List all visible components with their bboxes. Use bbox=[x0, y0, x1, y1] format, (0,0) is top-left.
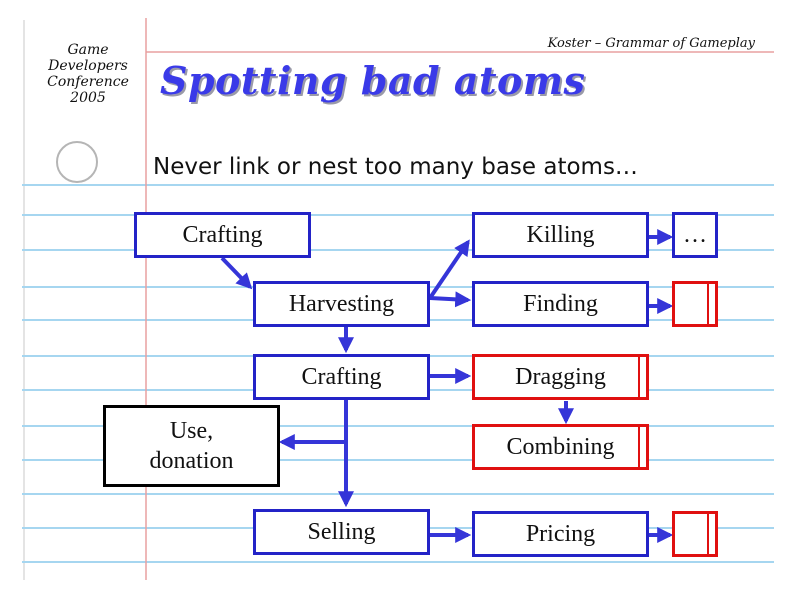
conference-label: Game Developers Conference 2005 bbox=[40, 42, 136, 106]
node-pricing: Pricing bbox=[472, 511, 649, 557]
header-note: Koster – Grammar of Gameplay bbox=[547, 36, 755, 51]
node-finding-end bbox=[672, 281, 718, 327]
use-line2: donation bbox=[149, 448, 234, 474]
node-finding: Finding bbox=[472, 281, 649, 327]
node-ellipsis: … bbox=[672, 212, 718, 258]
node-crafting-mid: Crafting bbox=[253, 354, 430, 400]
node-crafting-top: Crafting bbox=[134, 212, 311, 258]
slide-subtitle: Never link or nest too many base atoms… bbox=[153, 154, 638, 180]
arrow-harvesting-finding bbox=[429, 291, 472, 308]
conference-line3: Conference bbox=[47, 74, 129, 90]
node-dragging: Dragging bbox=[472, 354, 649, 400]
node-selling: Selling bbox=[253, 509, 430, 555]
arrow-crafting-harvesting bbox=[220, 256, 253, 290]
conference-line2: Developers bbox=[48, 58, 128, 74]
node-combining: Combining bbox=[472, 424, 649, 470]
arrow-harvesting-killing bbox=[428, 239, 470, 300]
node-killing: Killing bbox=[472, 212, 649, 258]
slide-title: Spotting bad atoms bbox=[160, 58, 586, 103]
conference-year: 2005 bbox=[70, 90, 106, 106]
hole-punch-icon bbox=[56, 141, 98, 183]
node-use-donation: Use, donation bbox=[103, 405, 280, 487]
node-pricing-end bbox=[672, 511, 718, 557]
conference-line1: Game bbox=[67, 42, 109, 58]
node-harvesting: Harvesting bbox=[253, 281, 430, 327]
use-line1: Use, bbox=[169, 418, 214, 444]
